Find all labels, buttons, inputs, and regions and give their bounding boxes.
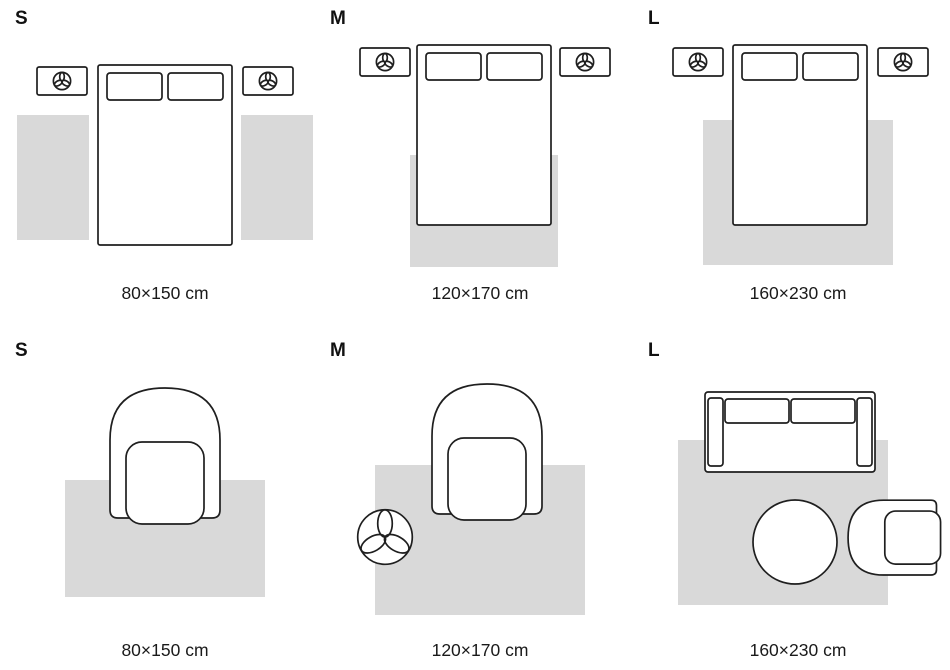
living-m-illustration <box>330 383 585 615</box>
bed <box>97 64 233 246</box>
living-s-illustration <box>65 387 265 597</box>
size-label: S <box>15 8 28 29</box>
nightstand-plant-icon <box>878 48 928 76</box>
coffee-table <box>752 499 838 585</box>
dimension-caption: 120×170 cm <box>431 283 529 303</box>
nightstand-plant-icon <box>243 67 293 95</box>
runner-rug-left <box>17 115 89 240</box>
armchair <box>431 383 543 521</box>
panel-bedroom-m: M 120×170 cm <box>330 8 630 308</box>
dimension-caption: 160×230 cm <box>749 283 847 303</box>
bedroom-l-illustration <box>648 44 948 265</box>
living-l-illustration <box>678 391 942 605</box>
panel-living-l: L 160×230 cm <box>648 340 948 670</box>
dimension-caption: 120×170 cm <box>431 640 529 660</box>
armchair <box>847 499 942 576</box>
panel-bedroom-s: S 80×150 cm <box>15 8 315 308</box>
size-label: L <box>648 340 660 361</box>
size-label: S <box>15 340 28 361</box>
bedroom-s-illustration <box>17 64 313 246</box>
size-label: L <box>648 8 660 29</box>
bed <box>732 44 868 226</box>
size-label: M <box>330 340 347 361</box>
bed <box>416 44 552 226</box>
panel-bedroom-l: L 160×230 cm <box>648 8 948 308</box>
dimension-caption: 80×150 cm <box>121 640 209 660</box>
nightstand-plant-icon <box>673 48 723 76</box>
dimension-caption: 160×230 cm <box>749 640 847 660</box>
potted-plant-icon <box>358 510 413 565</box>
panel-living-m: M 120×170 cm <box>330 340 630 670</box>
sofa <box>704 391 876 473</box>
dimension-caption: 80×150 cm <box>121 283 209 303</box>
runner-rug-right <box>241 115 313 240</box>
size-label: M <box>330 8 347 29</box>
armchair <box>109 387 221 525</box>
bedroom-m-illustration <box>330 44 630 267</box>
panel-living-s: S 80×150 cm <box>15 340 315 670</box>
nightstand-plant-icon <box>37 67 87 95</box>
nightstand-plant-icon <box>560 48 610 76</box>
nightstand-plant-icon <box>360 48 410 76</box>
